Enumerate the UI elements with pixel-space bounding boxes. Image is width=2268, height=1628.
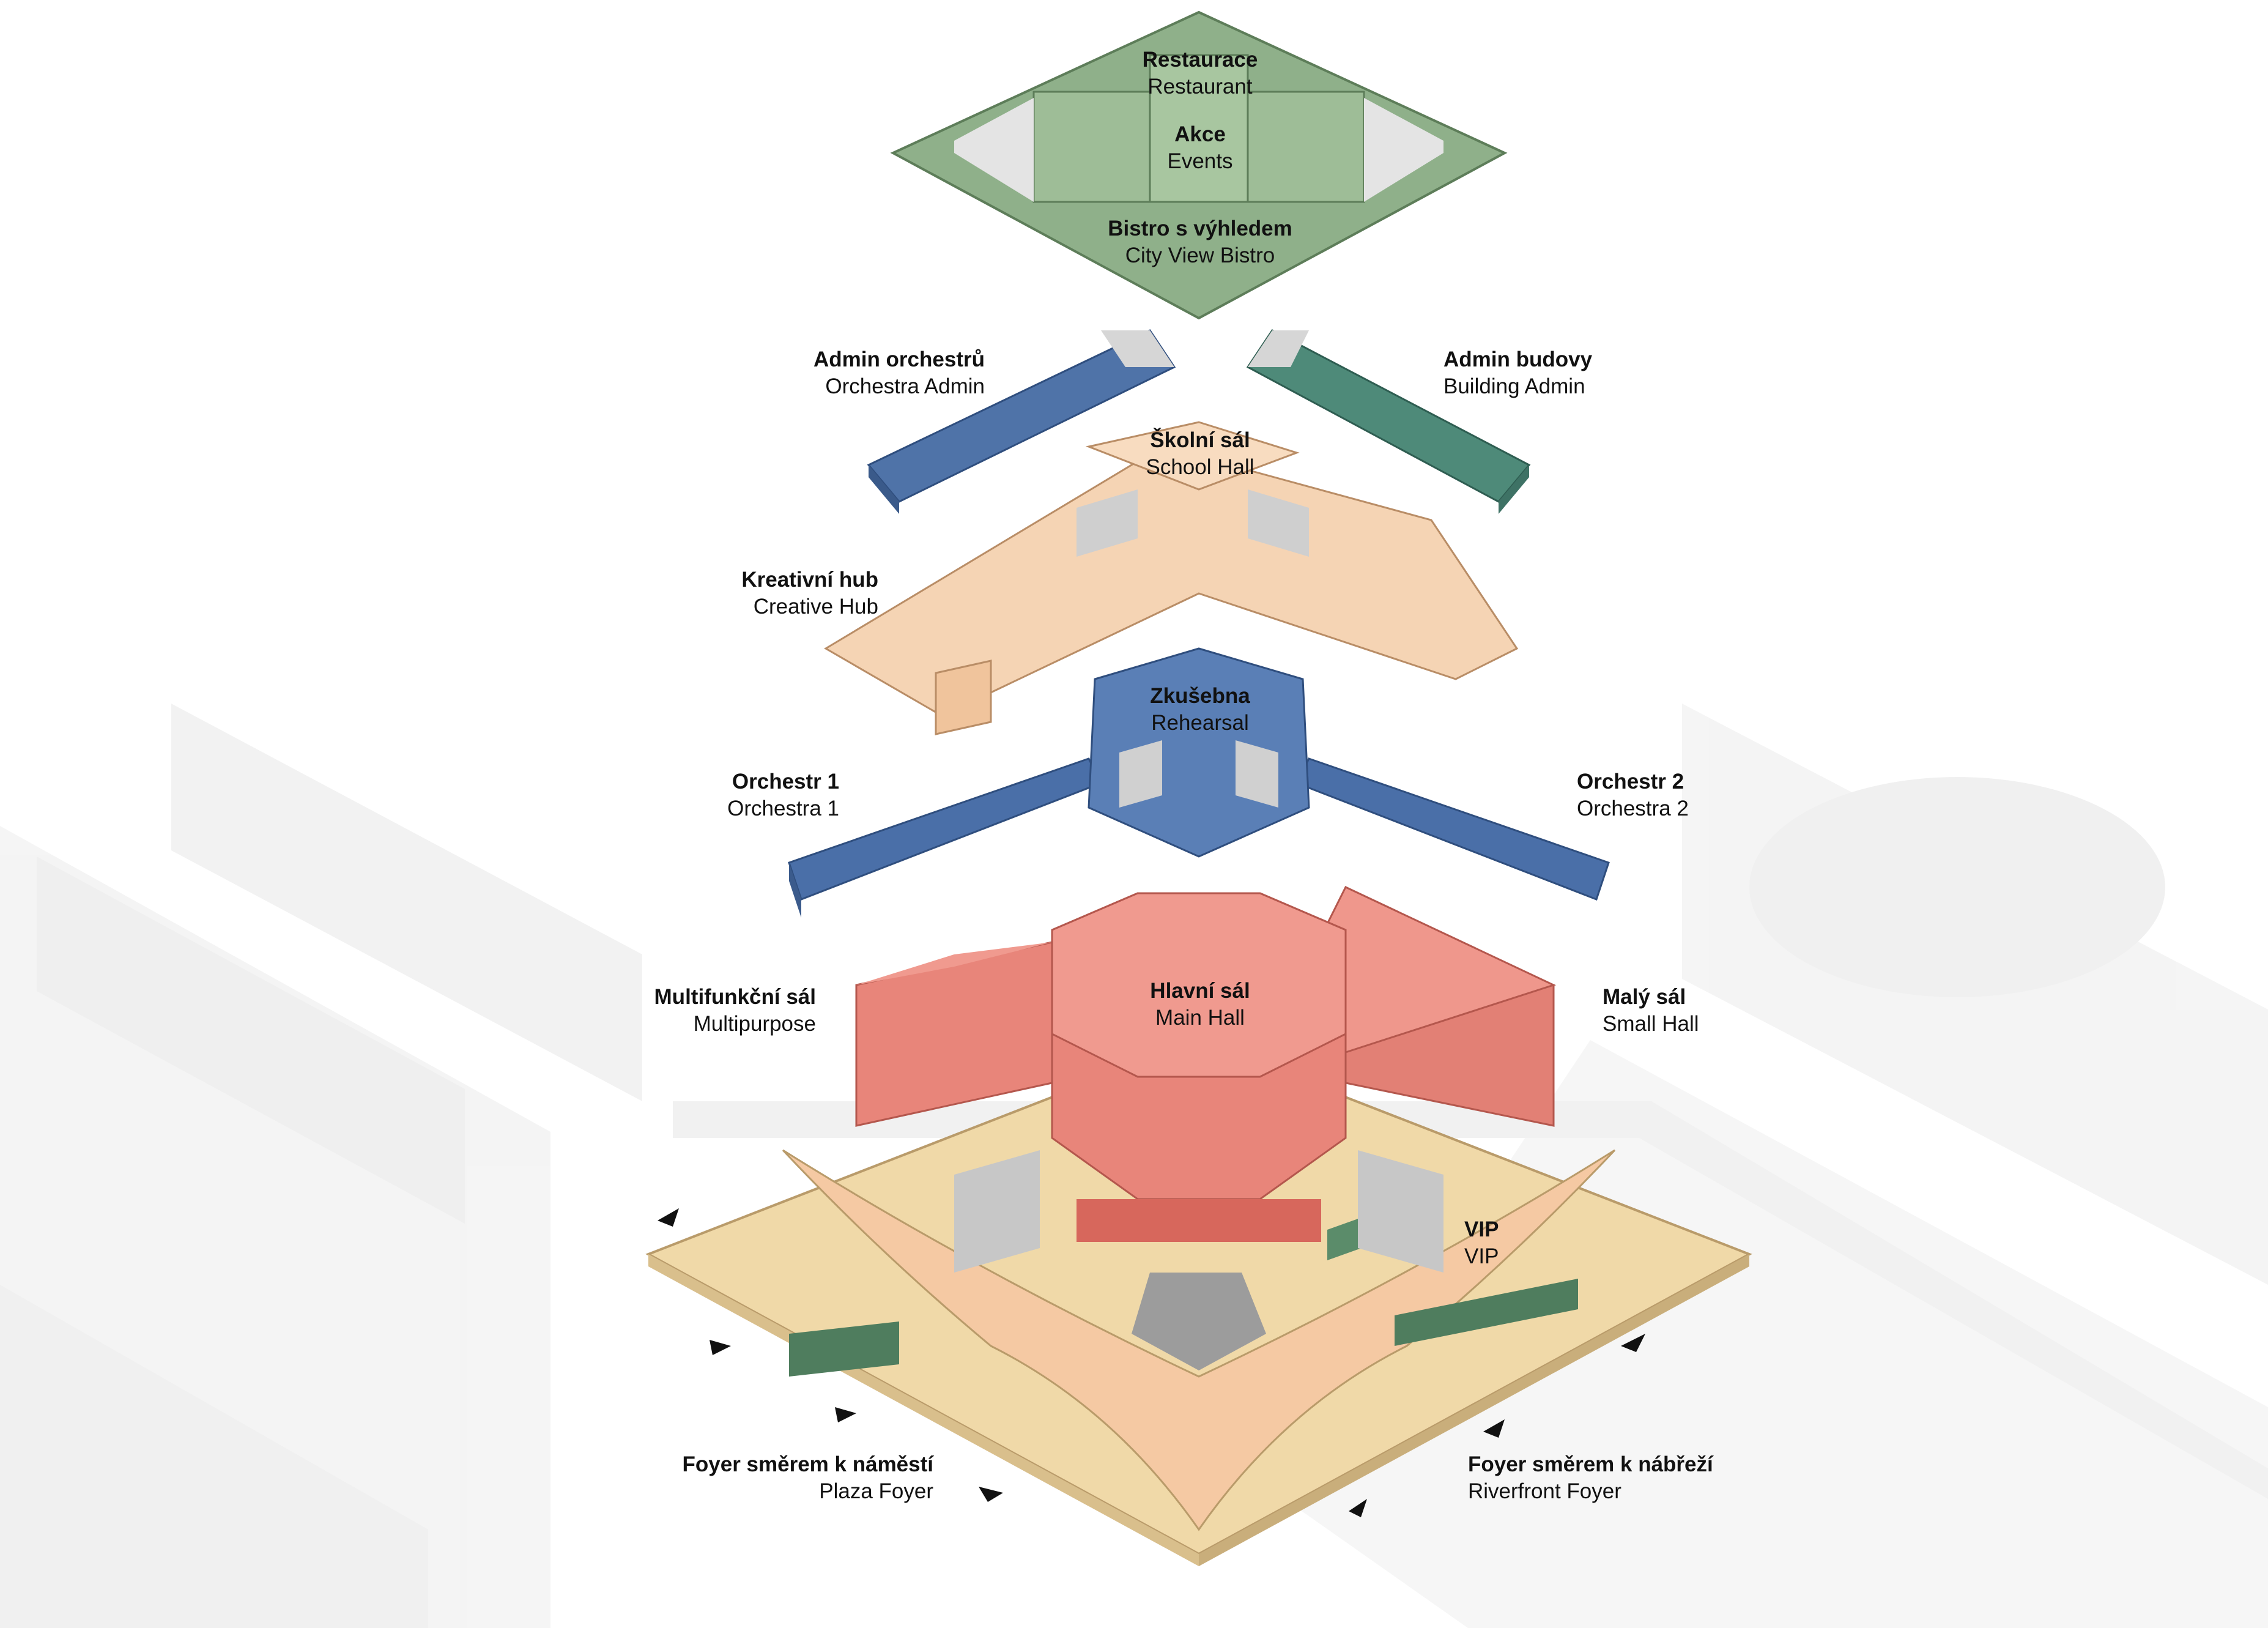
label-bistro-cz: Bistro s výhledem bbox=[1108, 217, 1292, 240]
label-restaurant-en: Restaurant bbox=[1147, 74, 1253, 98]
halls-level-shape bbox=[855, 886, 1557, 1242]
label-school-hall-cz: Školní sál bbox=[1150, 428, 1250, 452]
label-small-hall: Malý sál Small Hall bbox=[1603, 984, 1699, 1038]
label-rehearsal-cz: Zkušebna bbox=[1150, 684, 1250, 708]
label-small-hall-en: Small Hall bbox=[1603, 1011, 1699, 1036]
label-riverfront-foyer-en: Riverfront Foyer bbox=[1468, 1479, 1621, 1503]
foyer-level-shape bbox=[645, 1038, 1752, 1566]
label-orchestra-1-en: Orchestra 1 bbox=[727, 796, 839, 820]
label-multipurpose: Multifunkční sál Multipurpose bbox=[654, 984, 816, 1038]
label-vip-en: VIP bbox=[1464, 1244, 1499, 1268]
label-vip-cz: VIP bbox=[1464, 1217, 1499, 1241]
label-orchestra-2: Orchestr 2 Orchestra 2 bbox=[1577, 768, 1689, 822]
entrance-arrow-icon bbox=[710, 1340, 731, 1355]
label-orchestra-2-en: Orchestra 2 bbox=[1577, 796, 1689, 820]
label-events-en: Events bbox=[1167, 149, 1233, 173]
education-level-shape bbox=[824, 421, 1519, 735]
label-small-hall-cz: Malý sál bbox=[1603, 985, 1686, 1009]
label-orchestra-1: Orchestr 1 Orchestra 1 bbox=[727, 768, 839, 822]
label-main-hall: Hlavní sál Main Hall bbox=[1150, 978, 1250, 1031]
entrance-arrow-icon bbox=[1483, 1419, 1505, 1438]
label-plaza-foyer-cz: Foyer směrem k náměstí bbox=[682, 1452, 933, 1476]
label-riverfront-foyer: Foyer směrem k nábřeží Riverfront Foyer bbox=[1468, 1451, 1713, 1505]
label-restaurant: Restaurace Restaurant bbox=[1143, 46, 1258, 100]
label-rehearsal-en: Rehearsal bbox=[1151, 710, 1249, 735]
entrance-arrows bbox=[658, 1208, 1645, 1517]
entrance-arrow-icon bbox=[1621, 1334, 1645, 1352]
entrance-arrow-icon bbox=[835, 1407, 856, 1422]
label-events: Akce Events bbox=[1168, 121, 1233, 175]
label-bistro-en: City View Bistro bbox=[1125, 243, 1275, 267]
entrance-arrow-icon bbox=[979, 1487, 1003, 1502]
label-main-hall-cz: Hlavní sál bbox=[1150, 979, 1250, 1003]
label-orchestra-admin-cz: Admin orchestrů bbox=[813, 348, 985, 371]
label-restaurant-cz: Restaurace bbox=[1142, 48, 1258, 72]
label-building-admin-en: Building Admin bbox=[1443, 374, 1585, 398]
label-plaza-foyer-en: Plaza Foyer bbox=[819, 1479, 933, 1503]
label-orchestra-admin: Admin orchestrů Orchestra Admin bbox=[813, 346, 985, 400]
label-rehearsal: Zkušebna Rehearsal bbox=[1150, 683, 1250, 737]
label-bistro: Bistro s výhledem City View Bistro bbox=[1108, 215, 1292, 269]
restaurant-level-shape bbox=[890, 10, 1508, 320]
label-plaza-foyer: Foyer směrem k náměstí Plaza Foyer bbox=[683, 1451, 933, 1505]
label-creative-hub-en: Creative Hub bbox=[753, 594, 878, 619]
label-orchestra-1-cz: Orchestr 1 bbox=[732, 770, 839, 794]
label-events-cz: Akce bbox=[1174, 122, 1226, 146]
orchestra-level-shape bbox=[788, 647, 1610, 918]
admin-level-shape bbox=[867, 329, 1531, 514]
entrance-arrow-icon bbox=[1349, 1499, 1367, 1517]
entrance-arrow-icon bbox=[658, 1208, 679, 1227]
label-creative-hub: Kreativní hub Creative Hub bbox=[741, 567, 878, 620]
label-orchestra-2-cz: Orchestr 2 bbox=[1577, 770, 1684, 794]
label-school-hall: Školní sál School Hall bbox=[1146, 427, 1254, 481]
label-building-admin-cz: Admin budovy bbox=[1443, 348, 1593, 371]
label-main-hall-en: Main Hall bbox=[1155, 1005, 1245, 1030]
label-orchestra-admin-en: Orchestra Admin bbox=[825, 374, 985, 398]
label-multipurpose-cz: Multifunkční sál bbox=[654, 985, 816, 1009]
label-creative-hub-cz: Kreativní hub bbox=[741, 568, 878, 592]
label-multipurpose-en: Multipurpose bbox=[693, 1011, 816, 1036]
label-riverfront-foyer-cz: Foyer směrem k nábřeží bbox=[1468, 1452, 1713, 1476]
label-vip: VIP VIP bbox=[1464, 1216, 1499, 1270]
label-school-hall-en: School Hall bbox=[1146, 455, 1254, 479]
label-building-admin: Admin budovy Building Admin bbox=[1443, 346, 1592, 400]
